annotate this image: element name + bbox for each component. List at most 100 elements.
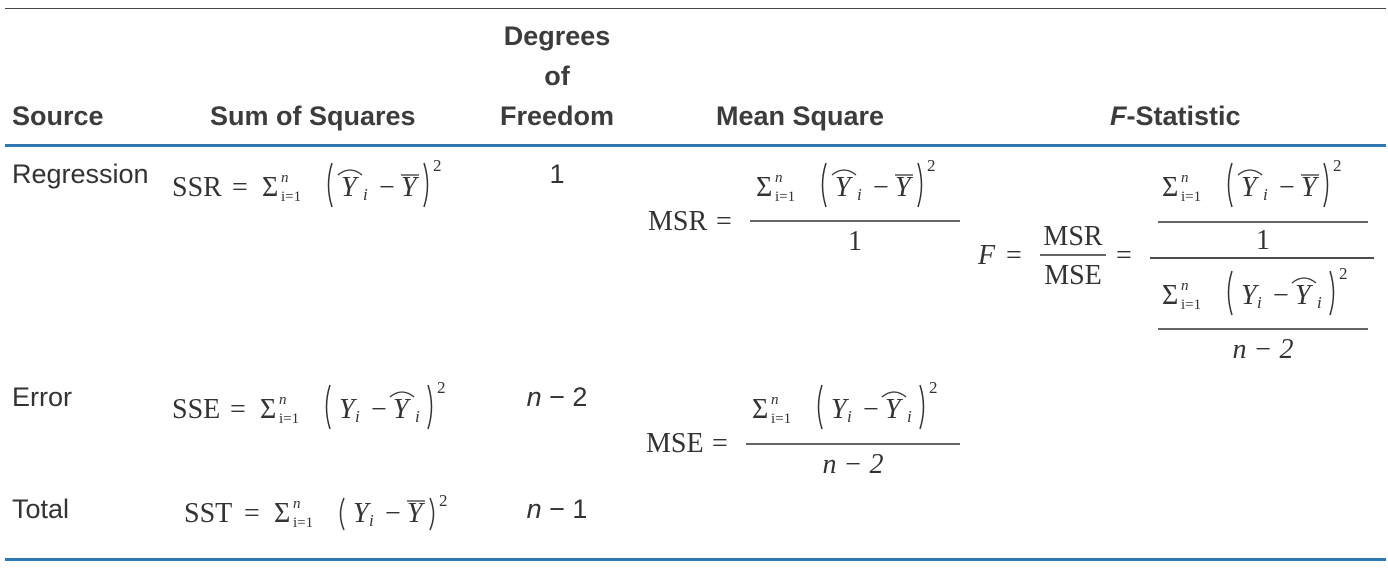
msr-denominator: 1 [848,226,862,257]
sum-upper-limit: n [281,170,289,186]
y-variable: Y [831,394,850,425]
equals-sign: = [244,498,260,529]
y-variable: Y [353,498,372,529]
y-variable: Y [1241,172,1260,203]
hat-accent [831,169,857,176]
sum-lower-limit: i=1 [1181,297,1201,313]
sst-formula: SST= [184,498,260,529]
y-variable: Y [401,172,420,203]
header-sum-of-squares: Sum of Squares [210,101,416,131]
minus-sign: − [1279,172,1295,203]
right-paren [423,162,429,208]
sum-upper-limit: n [771,392,779,408]
hat-accent [337,169,363,176]
sigma-symbol: Σ [274,498,290,529]
equals-sign: = [232,172,248,203]
minus-sign: − [1273,280,1289,311]
sum-upper-limit: n [1181,278,1189,294]
sum-lower-limit: i=1 [1181,189,1201,205]
index-subscript: i [1317,293,1322,312]
y-variable: Y [407,498,426,529]
y-variable: Y [835,172,854,203]
header-f-statistic: F-Statistic [1110,96,1241,136]
hat-accent [389,391,415,398]
df-total-var: n [526,494,542,524]
sum-upper-limit: n [279,392,287,408]
f-ratio-numerator: MSR [1043,221,1102,252]
left-paren [339,497,345,531]
right-paren [917,162,923,208]
y-variable: Y [339,394,358,425]
f-inner-bottom-denominator: n − 2 [1233,334,1294,365]
exponent: 2 [929,378,938,397]
table-top-rule [5,8,1386,9]
y-variable: Y [1241,280,1260,311]
msr-label: MSR [648,206,707,237]
sigma-symbol: Σ [260,394,276,425]
right-paren [1329,270,1335,316]
y-variable: Y [1301,172,1320,203]
sse-label: SSE [172,394,220,425]
equals-sign: = [1116,240,1132,271]
hat-accent [1237,169,1263,176]
hat-accent [881,391,907,398]
mse-formula: MSE = n − 2 [646,428,883,480]
sigma-symbol: Σ [262,172,278,203]
y-variable: Y [393,394,412,425]
header-f-rest: -Statistic [1126,101,1241,131]
source-regression: Regression [12,159,149,189]
index-subscript: i [1257,293,1262,312]
y-variable: Y [885,394,904,425]
minus-sign: − [873,172,889,203]
y-variable: Y [895,172,914,203]
index-subscript: i [1263,185,1268,204]
mse-denominator: n − 2 [823,449,884,480]
sum-upper-limit: n [293,496,301,512]
sum-lower-limit: i=1 [293,515,313,531]
minus-sign: − [385,498,401,529]
equals-sign: = [712,428,728,459]
df-total: n − 1 [490,492,624,526]
index-subscript: i [907,407,912,426]
sigma-symbol: Σ [752,394,768,425]
table-header-rule [5,144,1386,147]
y-variable: Y [341,172,360,203]
f-label: F [977,240,996,271]
mse-label: MSE [646,428,704,459]
sum-upper-limit: n [775,170,783,186]
header-df-line: Degrees [503,21,611,51]
df-total-rest: − 1 [541,494,588,524]
index-subscript: i [847,407,852,426]
exponent: 2 [439,491,448,510]
equals-sign: = [716,206,732,237]
y-variable: Y [1295,280,1314,311]
left-paren [821,162,827,208]
right-paren [1323,162,1329,208]
index-subscript: i [415,407,420,426]
header-df-line: Freedom [499,101,615,131]
header-mean-square: Mean Square [716,101,885,131]
exponent: 2 [433,156,442,175]
index-subscript: i [369,511,374,530]
exponent: 2 [927,156,936,175]
df-error: n − 2 [490,380,624,414]
df-regression: 1 [549,159,565,189]
sum-upper-limit: n [1181,170,1189,186]
sse-formula: SSE= [172,394,246,425]
header-source: Source [12,101,104,131]
index-subscript: i [355,407,360,426]
source-error: Error [12,382,72,412]
msr-formula: MSR = 1 [648,206,862,257]
hat-accent [1291,277,1317,284]
header-df-line: of [544,61,570,91]
exponent: 2 [437,378,446,397]
header-degrees-of-freedom: Degrees of Freedom [490,16,624,136]
